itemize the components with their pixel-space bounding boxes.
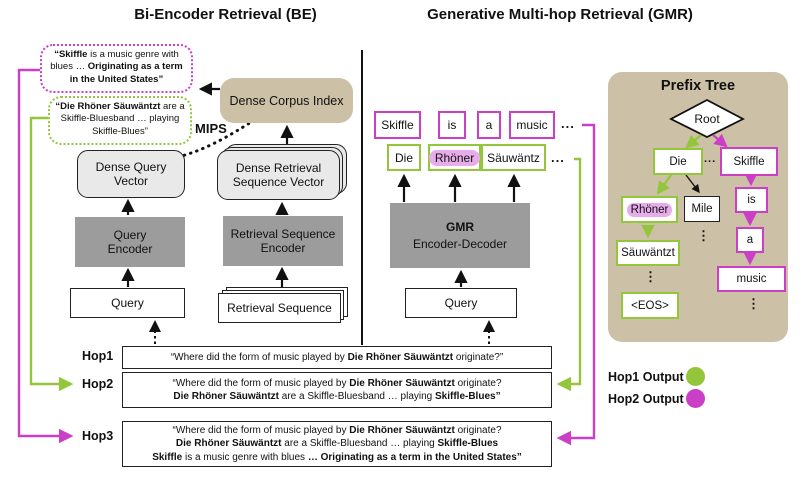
- legend-hop1-output: Hop1 Output: [608, 367, 705, 386]
- rhoner-highlight-pill: Rhöner: [428, 149, 481, 166]
- tree-node-skiffle: Skiffle: [720, 147, 778, 176]
- tree-vdots-mile: ⋮: [697, 228, 710, 243]
- hop2-line2: Die Rhöner Säuwäntzt are a Skiffle-Blues…: [173, 391, 501, 402]
- gmr-row1-token: music: [509, 111, 555, 139]
- legend-hop2-label: Hop2 Output: [608, 391, 684, 406]
- tree-arrow-root-to-skiffle: [712, 133, 728, 148]
- gmr-row2-ellipsis: ...: [551, 150, 565, 165]
- passage-text: “Skiffle: [54, 49, 88, 60]
- dense-query-vector-label: Dense Query Vector: [95, 160, 167, 188]
- be-title: Bi-Encoder Retrieval (BE): [134, 6, 317, 23]
- hop1-output-color-dot: [685, 367, 705, 386]
- gmr-query-box: Query: [405, 288, 517, 318]
- tree-node-mile: Mile: [684, 196, 720, 222]
- gmr-encoder-subtitle: Encoder-Decoder: [412, 236, 508, 251]
- tree-node-music: music: [717, 266, 786, 292]
- gmr-row2-token: Säuwäntz: [481, 144, 546, 171]
- retrieved-passage-hop2: “Die Rhöner Säuwäntzt are a Skiffle-Blue…: [48, 96, 192, 145]
- hop2-line1: “Where did the form of music played by D…: [172, 377, 502, 389]
- passage-text: “Die Rhöner Säuwäntzt: [55, 101, 161, 112]
- mips-dotted-path: [176, 115, 261, 159]
- tree-node-sauwantzt: Säuwäntzt: [616, 240, 680, 266]
- retseq-encoder-label: Retrieval Sequence Encoder: [230, 227, 336, 255]
- rhoner-highlight-pill: Rhöner: [626, 202, 673, 217]
- mips-label: MIPS: [195, 121, 227, 136]
- tree-node-eos: <EOS>: [621, 292, 679, 319]
- connector-row1-to-hop3: [556, 123, 596, 446]
- dense-query-vector-box: Dense Query Vector: [77, 150, 185, 198]
- hop1-label: Hop1: [82, 349, 114, 363]
- query-encoder-box: Query Encoder: [75, 217, 185, 267]
- gmr-row1-token: Skiffle: [374, 111, 421, 139]
- hop2-query-box: “Where did the form of music played by D…: [122, 372, 552, 408]
- hop2-output-color-dot: [685, 389, 705, 408]
- tree-arrow-die-to-mile: [685, 174, 700, 194]
- hop3-line2: Die Rhöner Säuwäntzt are a Skiffle-Blues…: [175, 438, 499, 450]
- root-diamond: [669, 98, 745, 139]
- connector-passage-to-hop2: [29, 116, 74, 392]
- retseq-encoder-box: Retrieval Sequence Encoder: [223, 216, 343, 266]
- retrieved-passage-hop3: “Skiffle is a music genre with blues … O…: [40, 44, 193, 93]
- gmr-row1-token: a: [477, 111, 501, 139]
- tree-node-a: a: [736, 227, 764, 253]
- dense-corpus-index-box: Dense Corpus Index: [220, 78, 353, 123]
- hop1-query-box: “Where did the form of music played by D…: [122, 346, 552, 369]
- connector-passage-to-hop3: [17, 68, 74, 444]
- dense-retseq-vector-label: Dense Retrieval Sequence Vector: [232, 161, 325, 189]
- legend-hop1-label: Hop1 Output: [608, 369, 684, 384]
- hop1-line1: “Where did the form of music played by D…: [170, 351, 504, 363]
- tree-vdots-sauwantzt: ⋮: [644, 269, 657, 284]
- hop3-line1: “Where did the form of music played by D…: [172, 424, 502, 436]
- gmr-encoder-title: GMR: [446, 220, 474, 235]
- tree-arrow-root-to-die: [685, 134, 702, 149]
- hop3-query-box: “Where did the form of music played by D…: [122, 421, 552, 467]
- gmr-row1-ellipsis: ...: [561, 116, 575, 131]
- retrieval-sequence-box: Retrieval Sequence: [218, 293, 341, 323]
- gmr-encoder-decoder-box: GMR Encoder-Decoder: [390, 203, 530, 268]
- gmr-row2-token: Die: [387, 144, 421, 171]
- tree-node-rhoner: Rhöner: [621, 196, 678, 223]
- prefix-tree-title: Prefix Tree: [660, 78, 736, 94]
- hop3-label: Hop3: [82, 429, 114, 443]
- gmr-title: Generative Multi-hop Retrieval (GMR): [427, 6, 693, 23]
- hop2-label: Hop2: [82, 377, 114, 391]
- dense-retseq-vector-box: Dense Retrieval Sequence Vector: [217, 150, 340, 200]
- hop3-line3: Skiffle is a music genre with blues … Or…: [152, 451, 522, 463]
- tree-ellipsis: ...: [704, 153, 717, 165]
- gmr-row2-token-highlighted: Rhöner: [428, 144, 481, 171]
- tree-node-root: Root: [694, 112, 720, 126]
- gmr-row1-token: is: [438, 111, 466, 139]
- legend-hop2-output: Hop2 Output: [608, 389, 705, 408]
- tree-node-die: Die: [653, 148, 703, 175]
- query-encoder-label: Query Encoder: [107, 228, 153, 256]
- tree-vdots-music: ⋮: [747, 296, 760, 311]
- connector-row2-to-hop2: [556, 157, 582, 392]
- tree-arrow-die-to-rhoner: [656, 174, 672, 195]
- be-query-box: Query: [70, 288, 185, 318]
- tree-node-is: is: [735, 187, 768, 213]
